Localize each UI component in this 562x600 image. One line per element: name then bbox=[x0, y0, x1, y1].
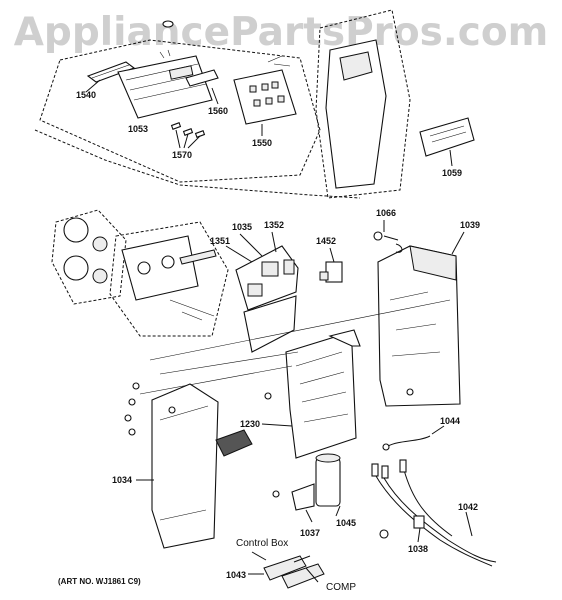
part-1053-control-bezel[interactable] bbox=[117, 20, 213, 119]
label-1035: 1035 bbox=[232, 222, 252, 232]
art-number: (ART NO. WJ1861 C9) bbox=[58, 577, 141, 586]
part-1059-remote-control[interactable] bbox=[419, 117, 475, 167]
part-1452-relay[interactable] bbox=[319, 247, 343, 283]
part-labels: 1540 1053 1560 1570 1550 1059 1035 1352 … bbox=[76, 90, 480, 580]
label-1352: 1352 bbox=[264, 220, 284, 230]
label-1043: 1043 bbox=[226, 570, 246, 580]
label-1452: 1452 bbox=[316, 236, 336, 246]
label-1037: 1037 bbox=[300, 528, 320, 538]
screws-left[interactable] bbox=[124, 382, 140, 436]
label-1230: 1230 bbox=[240, 419, 260, 429]
part-1034-side-panel[interactable] bbox=[136, 383, 219, 549]
part-bracket-small[interactable] bbox=[215, 429, 253, 457]
label-1053: 1053 bbox=[128, 124, 148, 134]
label-1540: 1540 bbox=[76, 90, 96, 100]
label-1066: 1066 bbox=[376, 208, 396, 218]
bracket-dashed-outline bbox=[109, 221, 229, 337]
part-1042-harness[interactable] bbox=[371, 459, 497, 567]
label-1034: 1034 bbox=[112, 475, 132, 485]
part-1044-wire[interactable] bbox=[382, 425, 445, 451]
part-1066-screw[interactable] bbox=[373, 220, 403, 253]
knob-dashed-outline bbox=[51, 209, 127, 305]
label-1039: 1039 bbox=[460, 220, 480, 230]
part-knobs[interactable] bbox=[63, 217, 108, 284]
part-1230-control-box[interactable] bbox=[261, 329, 361, 459]
divider-dashed-line bbox=[34, 129, 361, 199]
label-1042: 1042 bbox=[458, 502, 478, 512]
label-1044: 1044 bbox=[440, 416, 460, 426]
guide-line-3 bbox=[139, 365, 293, 395]
label-1045: 1045 bbox=[336, 518, 356, 528]
label-1560: 1560 bbox=[208, 106, 228, 116]
part-side-panel-dashed bbox=[315, 9, 411, 199]
label-1570: 1570 bbox=[172, 150, 192, 160]
part-1550-control-board[interactable] bbox=[233, 55, 297, 136]
caption-comp: COMP bbox=[326, 582, 356, 593]
part-1035-relay-board[interactable] bbox=[235, 245, 299, 353]
guide-line bbox=[149, 299, 451, 361]
part-1045-capacitor[interactable] bbox=[315, 453, 341, 517]
label-1351: 1351 bbox=[210, 236, 230, 246]
part-1540-gasket[interactable] bbox=[86, 61, 136, 83]
part-1039-housing[interactable] bbox=[377, 231, 465, 407]
part-1037-clamp[interactable] bbox=[272, 483, 315, 523]
label-1550: 1550 bbox=[252, 138, 272, 148]
guide-line-2 bbox=[159, 351, 299, 375]
label-1038: 1038 bbox=[408, 544, 428, 554]
watermark: AppliancePartsPros.com bbox=[13, 10, 549, 55]
part-1043-wiring-label[interactable] bbox=[248, 551, 325, 589]
label-1059: 1059 bbox=[442, 168, 462, 178]
part-1560-strip[interactable] bbox=[185, 69, 219, 105]
part-1570-buttons[interactable] bbox=[170, 122, 206, 149]
part-1038-clip[interactable] bbox=[413, 515, 425, 543]
top-assembly-dashed-outline bbox=[39, 39, 321, 183]
part-control-bracket[interactable] bbox=[121, 235, 217, 321]
caption-control-box: Control Box bbox=[236, 538, 288, 549]
